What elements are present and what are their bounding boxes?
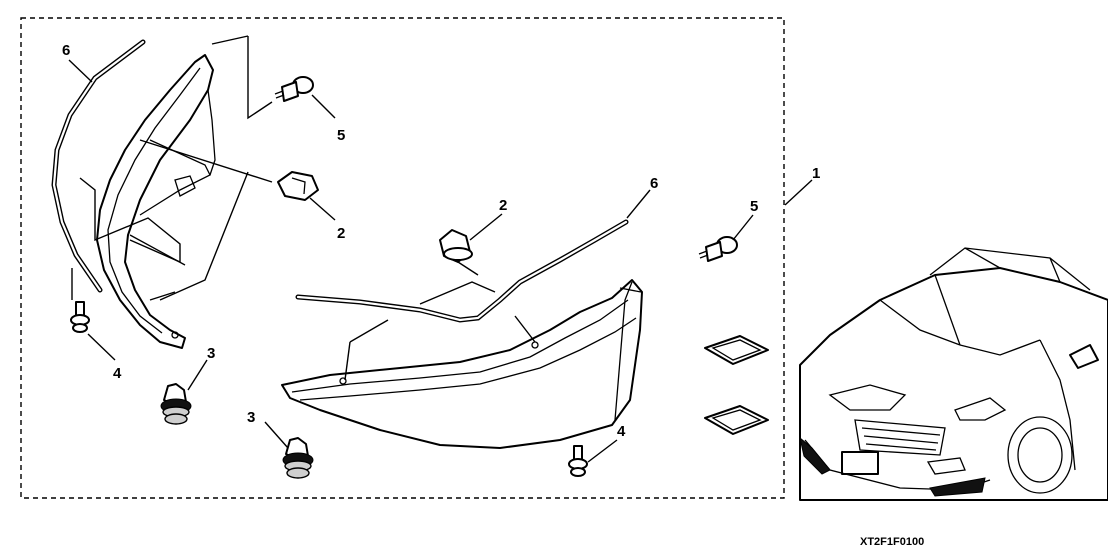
clip-3-center <box>282 437 314 479</box>
figure-code: XT2F1F0100 <box>860 536 924 548</box>
screw-4-left <box>70 301 90 333</box>
tape-pad-upper <box>704 335 769 365</box>
callout-5-upper: 5 <box>337 127 345 144</box>
callout-leaders <box>68 59 813 463</box>
callout-2-center: 2 <box>499 197 507 214</box>
callout-3-left: 3 <box>207 345 215 362</box>
vehicle-installed-view <box>799 247 1108 501</box>
callout-1-kit: 1 <box>812 165 820 182</box>
screw-5-upper <box>274 76 314 102</box>
clip-2-upper <box>277 171 319 201</box>
callout-4-center: 4 <box>617 423 626 440</box>
callout-3-center: 3 <box>247 409 255 426</box>
callout-6-left: 6 <box>62 42 70 59</box>
clip-2-center <box>439 229 479 276</box>
callout-2-upper: 2 <box>337 225 345 242</box>
callout-6-center: 6 <box>650 175 658 192</box>
tape-pad-lower <box>704 405 769 435</box>
screw-5-right <box>698 236 738 262</box>
callout-5-right: 5 <box>750 198 758 215</box>
screw-4-center <box>568 445 588 477</box>
callout-4-left: 4 <box>113 365 122 382</box>
center-front-spoiler <box>281 279 643 449</box>
left-side-spoiler <box>79 35 273 349</box>
left-molding-strip <box>51 39 146 300</box>
kit-boundary-dashed-box <box>20 17 785 499</box>
center-molding-strip <box>295 219 629 323</box>
clip-3-left <box>160 383 192 425</box>
